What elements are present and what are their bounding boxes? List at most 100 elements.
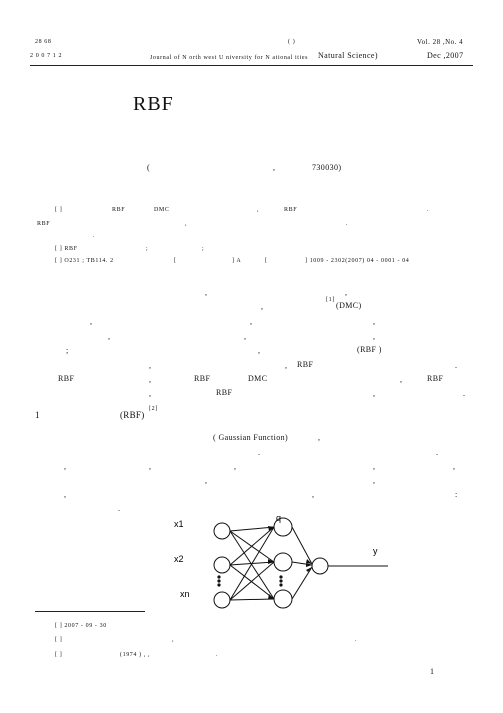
intro-punct-1: ,	[205, 288, 208, 297]
intro-ref-1: [1]	[326, 297, 335, 303]
intro-l5-rbf: (RBF )	[357, 345, 382, 354]
header-volume: Vol. 28 ,No. 4	[417, 38, 464, 46]
label-xn: xn	[180, 589, 190, 599]
intro-l7-rbf-1: RBF	[58, 374, 75, 383]
intro-l6-end: .	[455, 361, 458, 370]
affiliation-postcode: 730030)	[312, 163, 342, 172]
ellipsis-dots	[217, 575, 283, 587]
abstract-rbf-3: RBF	[37, 221, 51, 227]
intro-l6-rbf: RBF	[297, 360, 314, 369]
article-id: ] 1009 - 2302(2007) 04 - 0001 - 04	[305, 258, 410, 264]
intro-punct-2: ,	[345, 288, 348, 297]
intro-l4-a: ,	[108, 332, 111, 341]
footnote-author-year: (1974 ) , ,	[120, 652, 151, 658]
footnote-fund-comma: ,	[172, 637, 175, 643]
header-journal-tail: Natural Science)	[318, 51, 378, 60]
label-q: q	[276, 513, 281, 523]
keywords-label: [ ] RBF	[55, 246, 78, 252]
keywords-sep-2: ;	[202, 246, 205, 252]
page-number: 1	[430, 667, 435, 676]
sec-l2-b: .	[436, 448, 439, 457]
footnote-author-label: [ ]	[55, 652, 63, 658]
intro-l3-b: ,	[250, 317, 253, 326]
hidden-node-1	[273, 517, 293, 537]
sec-l3-b: ,	[149, 462, 152, 471]
sec-l5-a: ,	[64, 490, 67, 499]
sec-l4-a: ,	[205, 476, 208, 485]
intro-l8-a: ,	[149, 389, 152, 398]
input-node-xn	[213, 591, 231, 609]
gaussian-comma: ,	[318, 433, 321, 442]
affiliation-open-paren: (	[147, 163, 151, 172]
affiliation-comma: ,	[273, 163, 276, 172]
paper-title: RBF	[133, 93, 174, 115]
intro-l7-rbf-3: RBF	[427, 374, 444, 383]
hidden-node-q	[273, 589, 293, 609]
gaussian-function: ( Gaussian Function)	[213, 433, 289, 442]
abstract-comma-1: ,	[257, 207, 260, 213]
header-date: Dec ,2007	[427, 51, 464, 60]
section-heading-rbf: (RBF)	[120, 410, 145, 420]
clc-number: [ ] O231 ; TB114. 2	[55, 258, 114, 264]
input-node-x1	[213, 522, 231, 540]
header-paren: ( )	[288, 39, 296, 45]
network-connections	[229, 526, 388, 601]
label-y: y	[373, 546, 378, 556]
sec-l5-b: ,	[312, 490, 315, 499]
abstract-end-2: .	[346, 221, 349, 227]
keywords-sep-1: ;	[146, 246, 149, 252]
footnote-received: [ ] 2007 - 09 - 30	[55, 623, 107, 629]
sec-l3-c: ,	[234, 462, 237, 471]
intro-dmc: (DMC)	[336, 301, 362, 310]
article-id-label: [	[265, 258, 268, 264]
abstract-dmc: DMC	[154, 207, 170, 213]
header-journal-name: Journal of N orth west U niversity for N…	[150, 55, 309, 61]
sec-l4-b: ,	[373, 476, 376, 485]
doc-code: ] A	[232, 258, 242, 264]
arrowheads	[268, 526, 312, 599]
intro-l4-c: ,	[373, 332, 376, 341]
sec-l5-c: :	[455, 490, 458, 499]
intro-l8-rbf: RBF	[216, 388, 233, 397]
header-date-cn: 2 0 0 7 1 2	[30, 53, 63, 59]
intro-l8-b: ,	[373, 389, 376, 398]
intro-l3-a: ,	[90, 317, 93, 326]
intro-l7-a: ,	[149, 375, 152, 384]
intro-l7-b: ,	[400, 375, 403, 384]
abstract-end-1: .	[427, 207, 430, 213]
abstract-comma-2: ,	[185, 221, 188, 227]
header-rule	[30, 65, 473, 66]
header-issue-numbers: 28 68	[35, 39, 52, 45]
sec-l3-e: ,	[453, 462, 456, 471]
intro-l3-c: ,	[373, 317, 376, 326]
abstract-rbf-1: RBF	[112, 207, 126, 213]
intro-l5-a: ;	[66, 346, 69, 355]
intro-l6-b: ,	[285, 361, 288, 370]
intro-l5-b: ,	[258, 346, 261, 355]
output-node	[311, 557, 329, 575]
footnote-fund-label: [ ]	[55, 637, 63, 643]
intro-punct-3: ,	[261, 302, 264, 311]
sec-l3-d: ,	[373, 462, 376, 471]
sec-l3-a: ,	[64, 462, 67, 471]
label-x1: x1	[174, 519, 184, 529]
sec-l6-a: .	[118, 504, 121, 513]
intro-l4-b: ,	[244, 332, 247, 341]
intro-l7-dmc: DMC	[248, 374, 268, 383]
input-node-x2	[213, 556, 231, 574]
doc-code-label: [	[174, 258, 177, 264]
abstract-end-3: .	[93, 233, 96, 239]
abstract-rbf-2: RBF	[284, 207, 298, 213]
footnote-rule	[35, 611, 145, 612]
label-x2: x2	[174, 554, 184, 564]
intro-l7-rbf-2: RBF	[194, 374, 211, 383]
intro-l8-end: .	[463, 389, 466, 398]
section-number: 1	[35, 410, 40, 420]
sec-l2-a: .	[258, 448, 261, 457]
abstract-label: [ ]	[55, 207, 63, 213]
intro-l6-a: ,	[149, 361, 152, 370]
footnote-fund-end: .	[355, 637, 358, 643]
section-ref-2: [2]	[149, 406, 158, 412]
rbf-network-diagram: x1 x2 xn q y	[174, 513, 388, 609]
hidden-node-2	[273, 552, 293, 572]
